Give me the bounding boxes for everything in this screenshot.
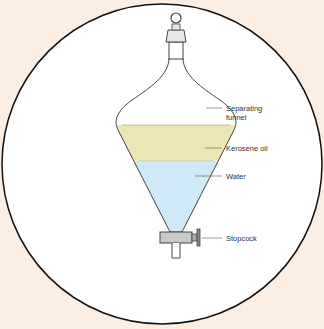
part-label: Kerosene oil — [226, 144, 296, 153]
part-label: Water — [226, 172, 286, 181]
part-label: Stopcock — [226, 234, 286, 243]
frame-circle — [2, 4, 322, 324]
stopcock-handle — [197, 229, 200, 246]
funnel-stem — [172, 243, 180, 258]
stopcock-body — [160, 232, 192, 243]
stopper-ring — [171, 13, 181, 23]
funnel-neck — [169, 42, 183, 59]
leader-line — [206, 108, 222, 109]
leader-line — [202, 238, 222, 239]
funnel-bulb — [116, 58, 236, 232]
leader-line — [205, 148, 222, 149]
stopper — [166, 30, 186, 42]
part-label: Separating funnel — [226, 104, 270, 122]
leader-line — [195, 176, 222, 177]
